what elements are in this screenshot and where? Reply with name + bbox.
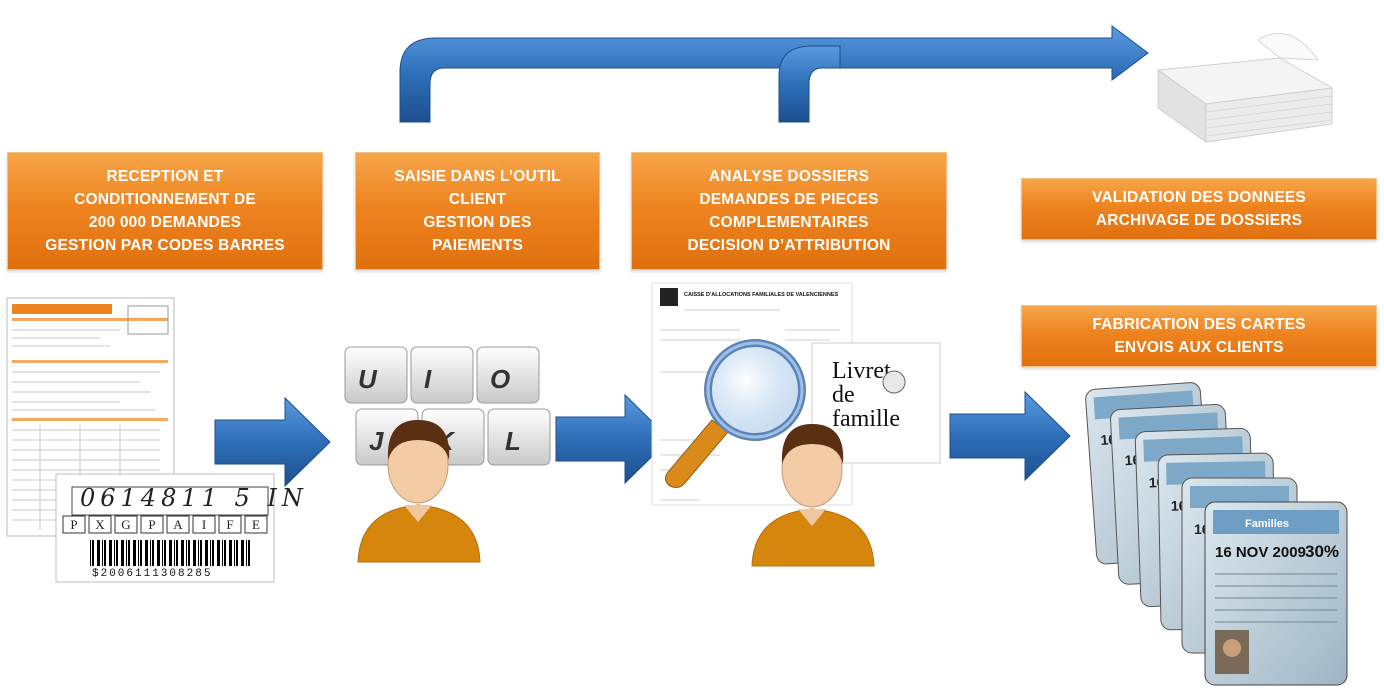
checkbox <box>244 515 268 534</box>
checkbox <box>166 515 190 534</box>
svg-text:Livret: Livret <box>832 358 891 384</box>
checkbox <box>62 515 86 534</box>
step-line: DEMANDES DE PIECES <box>699 191 879 208</box>
checkbox <box>140 515 164 534</box>
keyboard-keys: U I O J K L <box>344 346 551 466</box>
step-line: DECISION D’ATTRIBUTION <box>687 237 891 254</box>
svg-text:L: L <box>505 426 521 456</box>
step-line: GESTION DES <box>423 214 532 231</box>
svg-text:O: O <box>490 364 510 394</box>
checkbox <box>218 515 242 534</box>
step-line: FABRICATION DES CARTES <box>1092 316 1306 333</box>
step-line: ANALYSE DOSSIERS <box>708 168 870 185</box>
checkbox-letter: I <box>202 517 206 532</box>
caf-header: CAISSE D'ALLOCATIONS FAMILIALES DE VALEN… <box>684 292 839 298</box>
step-line: RECEPTION ET <box>106 168 224 185</box>
svg-text:I: I <box>424 364 432 394</box>
flow-arrow-2 <box>555 393 671 485</box>
handwritten-number: 0614811 5 IN <box>80 484 308 512</box>
step-line: 200 000 DEMANDES <box>88 214 242 231</box>
checkbox-letter: E <box>252 517 260 532</box>
flow-arrow-3 <box>949 390 1071 482</box>
checkbox-letter: P <box>70 517 77 532</box>
magnifying-glass-icon <box>664 339 806 489</box>
checkbox <box>192 515 216 534</box>
checkbox-letter: F <box>226 517 233 532</box>
step-line: PAIEMENTS <box>431 237 524 254</box>
step-line: CONDITIONNEMENT DE <box>74 191 256 208</box>
svg-text:U: U <box>358 364 378 394</box>
barcode-label: 0614811 5 IN P X G P A I F E $2006111308285 <box>55 473 308 583</box>
checkbox-letter: P <box>148 517 155 532</box>
step-line: ENVOIS AUX CLIENTS <box>1114 339 1284 356</box>
barcode-bars <box>90 540 250 566</box>
checkbox-letter: A <box>173 517 183 532</box>
key-u: U <box>344 346 408 404</box>
key-l: L <box>487 408 551 466</box>
step-box-analyse: ANALYSE DOSSIERS DEMANDES DE PIECES COMP… <box>631 152 947 270</box>
flow-arrow-1 <box>214 396 331 488</box>
svg-text:30%: 30% <box>1305 542 1339 561</box>
key-i: I <box>410 346 474 404</box>
person-icon <box>357 420 481 563</box>
id-cards-stack: 16 N 16 N 16 N 16 N 16 N Familles 16 NOV… <box>1085 382 1348 686</box>
svg-text:Familles: Familles <box>1245 518 1289 530</box>
barcode-text: $2006111308285 <box>92 568 212 580</box>
key-o: O <box>476 346 540 404</box>
step-line: COMPLEMENTAIRES <box>709 214 869 231</box>
id-card-front: Familles 16 NOV 2009 30% <box>1204 501 1348 686</box>
checkbox <box>88 515 112 534</box>
step-box-saisie: SAISIE DANS L’OUTIL CLIENT GESTION DES P… <box>355 152 600 270</box>
person-icon <box>751 424 875 567</box>
paper-stack-icon <box>1156 32 1334 143</box>
step-line: GESTION PAR CODES BARRES <box>45 237 285 254</box>
top-flow-arrow <box>399 25 1149 123</box>
step-box-reception: RECEPTION ET CONDITIONNEMENT DE 200 000 … <box>7 152 323 270</box>
checkbox-letter: G <box>121 517 130 532</box>
checkbox <box>114 515 138 534</box>
svg-text:16 NOV 2009: 16 NOV 2009 <box>1215 544 1306 561</box>
svg-text:famille: famille <box>832 406 900 432</box>
checkbox-letter: X <box>95 517 105 532</box>
step-line: VALIDATION DES DONNEES <box>1092 189 1306 206</box>
step-box-fabrication: FABRICATION DES CARTES ENVOIS AUX CLIENT… <box>1021 305 1377 367</box>
svg-text:de: de <box>832 382 855 408</box>
step-line: CLIENT <box>448 191 507 208</box>
step-line: SAISIE DANS L’OUTIL <box>394 168 561 185</box>
step-box-validation: VALIDATION DES DONNEES ARCHIVAGE DE DOSS… <box>1021 178 1377 240</box>
svg-text:J: J <box>369 426 384 456</box>
step-line: ARCHIVAGE DE DOSSIERS <box>1095 212 1303 229</box>
